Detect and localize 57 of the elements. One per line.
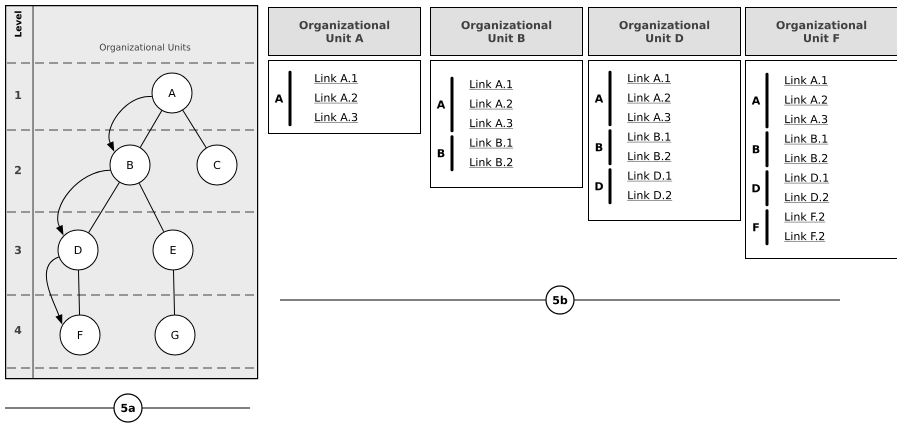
node-label: 5a [121,404,135,412]
link: Link A.2 [784,95,828,106]
link: Link A.2 [314,93,358,104]
tree-line [78,270,80,315]
link: Link A.3 [314,112,358,123]
column-heading: Level [14,11,22,37]
link: Link B.2 [627,152,672,162]
link: Link D.1 [627,171,672,182]
tree-line [140,110,162,148]
link: Link A.3 [784,114,828,125]
link: Link D.2 [627,190,672,201]
link-list-box [430,60,583,188]
figure-badge: 5a [113,393,143,423]
link: Link A.2 [627,93,672,104]
link: Link A.1 [314,74,358,84]
link-list-box [588,60,741,221]
unit-header: Organizational Unit A [268,7,421,56]
link: Link B.2 [469,158,514,168]
link: Link F.2 [784,212,826,222]
link: Link D.1 [784,173,830,184]
link: Link A.3 [469,118,514,129]
group-letter: A [274,94,284,102]
link-list-box [268,60,421,134]
group-letter: D [595,182,603,190]
link-list-box [745,60,897,259]
link: Link B.1 [784,134,828,144]
group-letter: B [752,145,760,154]
link: Link A.1 [469,80,514,90]
group-letter: A [594,94,604,102]
link: Link B.2 [784,154,828,164]
link: Link B.1 [469,138,514,148]
panel-title: Organizational Units [100,44,190,52]
level-number: 2 [15,166,21,174]
group-letter: F [753,223,759,232]
group-letter: B [596,143,602,152]
level-number: 1 [15,91,22,99]
unit-header: Organizational Unit F [745,7,897,56]
figure-badge: 5b [545,285,575,315]
group-letter: A [436,100,446,108]
group-letter: A [752,96,760,104]
link: Link F.2 [784,232,826,242]
level-number: 3 [14,246,21,254]
tree-line [173,270,176,315]
link: Link A.1 [627,74,672,84]
group-letter: B [438,149,444,158]
link: Link A.2 [469,99,514,110]
group-letter: D [752,184,760,192]
tree-line [88,182,120,233]
link: Link D.2 [784,192,830,203]
link: Link A.1 [784,76,828,86]
tree-line [182,110,207,148]
unit-header: Organizational Unit D [588,7,741,56]
link: Link A.3 [627,112,672,123]
unit-header: Organizational Unit B [430,7,583,56]
tree-line [138,182,164,232]
link: Link B.1 [627,132,672,142]
level-number: 4 [14,326,22,334]
